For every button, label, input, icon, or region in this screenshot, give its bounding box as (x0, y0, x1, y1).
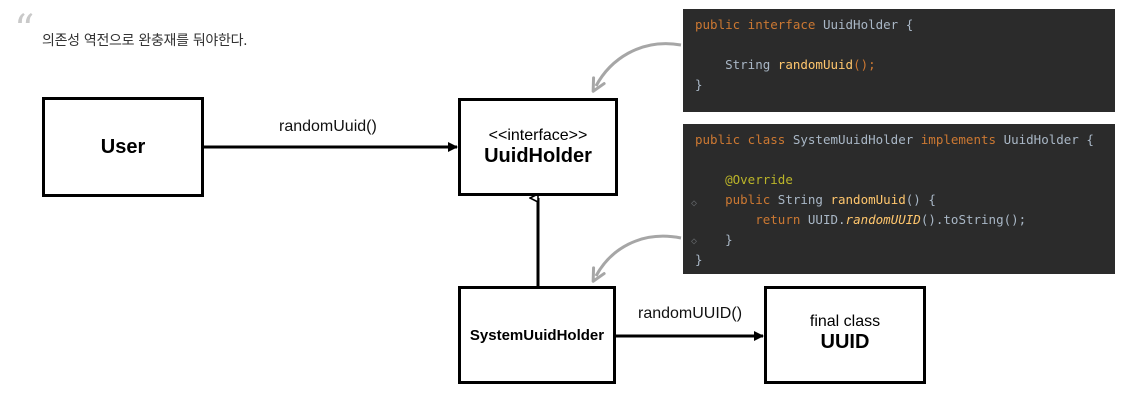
uuid-holder-title: UuidHolder (484, 144, 592, 167)
system-uuid-holder-node: SystemUuidHolder (458, 286, 616, 384)
code-text: ().toString(); (920, 212, 1027, 227)
code-function: randomUUID (845, 212, 921, 227)
user-to-holder-label: randomUuid() (279, 118, 377, 135)
code-line (695, 150, 1103, 170)
uuid-holder-node: <<interface>> UuidHolder (458, 98, 618, 196)
code-annotation: @Override (725, 172, 793, 187)
code-text: SystemUuidHolder (792, 132, 921, 147)
code-keyword: return (755, 212, 808, 227)
code-line: public String randomUuid() { (695, 190, 1103, 210)
code-text: UuidHolder { (1003, 132, 1094, 147)
system-to-uuid-label: randomUUID() (638, 305, 743, 322)
fold-marker-icon: ◇ (691, 236, 698, 247)
code-text: UuidHolder { (822, 17, 914, 32)
class-callout-arrow (591, 234, 682, 283)
code-line: public interface UuidHolder { (695, 15, 1103, 35)
code-text: } (695, 77, 703, 92)
code-text: (); (853, 57, 876, 72)
uuid-holder-stereotype: <<interface>> (488, 126, 588, 144)
code-keyword: public (725, 192, 778, 207)
quote-mark: “ (14, 7, 35, 53)
code-text: String (777, 192, 831, 207)
user-node: User (42, 97, 204, 197)
code-text: UUID. (807, 212, 846, 227)
uuid-stereotype: final class (809, 312, 881, 330)
code-line: } (695, 75, 1103, 95)
code-line (695, 35, 1103, 55)
interface-code-snippet: public interface UuidHolder { String ran… (683, 9, 1115, 112)
code-keyword: public interface (695, 17, 823, 32)
code-line: } (695, 230, 1103, 250)
code-line: @Override (695, 170, 1103, 190)
code-text: String (725, 57, 778, 72)
code-line: public class SystemUuidHolder implements… (695, 130, 1103, 150)
code-keyword: implements (920, 132, 1004, 147)
code-keyword: public class (695, 132, 793, 147)
interface-callout-arrow (591, 42, 682, 93)
code-function: randomUuid (777, 57, 854, 72)
class-code-snippet: ◇ ◇ public class SystemUuidHolder implemen… (683, 124, 1115, 274)
code-line: } (695, 250, 1103, 270)
fold-marker-icon: ◇ (691, 198, 698, 209)
uuid-title: UUID (820, 330, 870, 353)
code-text: } (695, 252, 703, 267)
uuid-node: final class UUID (764, 286, 926, 384)
code-text: () { (905, 192, 936, 207)
code-line: String randomUuid(); (695, 55, 1103, 75)
user-node-title: User (100, 135, 146, 158)
quote-text: 의존성 역전으로 완충재를 둬야한다. (42, 33, 248, 49)
code-line: return UUID.randomUUID().toString(); (695, 210, 1103, 230)
system-uuid-holder-title: SystemUuidHolder (469, 326, 605, 344)
code-function: randomUuid (830, 192, 906, 207)
code-text: } (725, 232, 733, 247)
